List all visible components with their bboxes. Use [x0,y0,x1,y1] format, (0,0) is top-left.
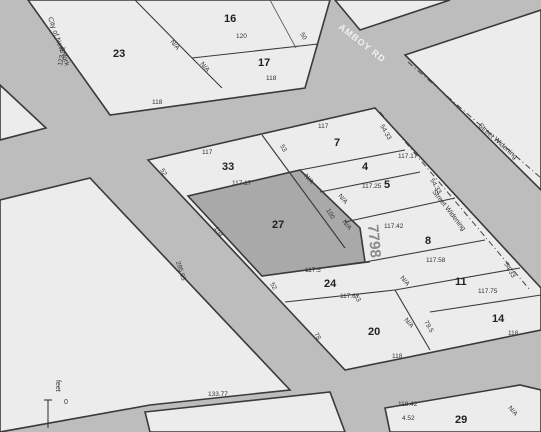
bottom-right-block [384,384,541,432]
dimension-label: 50 [298,32,308,42]
dimension-label: 117.42 [384,223,404,230]
dimension-label: 117.25 [362,183,382,190]
block-number: 7798 [364,224,384,259]
lot-line [187,169,301,197]
dimension-label: 52 [268,282,278,292]
right-block [403,9,541,192]
dimension-label: 117.58 [426,257,446,264]
upper-block [27,0,331,116]
lot-number: 33 [222,161,234,173]
dimension-label: 53 [278,144,288,154]
lot-number: 11 [455,276,467,288]
lot-number: 16 [224,13,236,25]
dimension-label: 117.75 [478,288,498,295]
lot-line [344,197,456,223]
lot-line [269,0,297,49]
lot-line [364,239,486,263]
lot-line [134,0,193,59]
dimension-label: 118 [508,330,519,337]
dimension-label: 53 [352,294,362,304]
lot-number: 29 [455,414,467,426]
lot-number: 7 [334,137,340,149]
bottom-block [144,391,346,432]
lot-line [299,149,406,171]
scale-zero: 0 [64,399,68,406]
lot-number: 8 [425,235,431,247]
dimension-label: 4.52 [402,415,415,422]
upper-right-block [333,0,451,31]
dimension-label: 117.17 [398,153,418,160]
lot-number: 23 [113,48,125,60]
lot-line [261,134,346,249]
lot-number: 27 [272,219,284,231]
lot-line [261,261,371,277]
lot-line [284,289,396,303]
dimension-label: 118 [266,75,277,82]
dimension-label: 133.77 [208,391,228,398]
lot-line [319,171,421,193]
dimension-label: 117.5 [305,267,321,274]
lot-number: 14 [492,313,505,325]
dimension-label: 117 [202,149,213,156]
dimension-label: 118 [392,353,403,360]
dimension-label: 122.92 [57,45,67,66]
dimension-label: 104 [212,226,224,239]
lot-line [191,43,319,59]
dimension-label: 117.67 [340,293,360,300]
lot-line [429,294,541,313]
dimension-label: 52 [158,168,168,178]
dimension-label: 117.17 [232,180,252,187]
lot-line [394,267,521,291]
dimension-label: 78 [312,332,322,342]
left-small-block [0,83,48,141]
lot-number: 17 [258,57,270,69]
scale-label: feet [54,380,61,392]
lot-number: 24 [324,278,337,290]
lot-line [394,289,431,351]
lot-line [191,57,223,89]
lower-left-block [0,177,292,432]
dimension-label: 118.42 [398,401,418,408]
lot-number: 5 [384,179,390,191]
dimension-label: 120 [236,33,247,40]
dimension-label: 118 [152,99,163,106]
lot-number: 4 [362,161,369,173]
dimension-label: 117 [318,123,329,130]
dimension-label: 100 [324,208,336,221]
lot-number: 20 [368,326,380,338]
street-widening-line [407,61,541,179]
